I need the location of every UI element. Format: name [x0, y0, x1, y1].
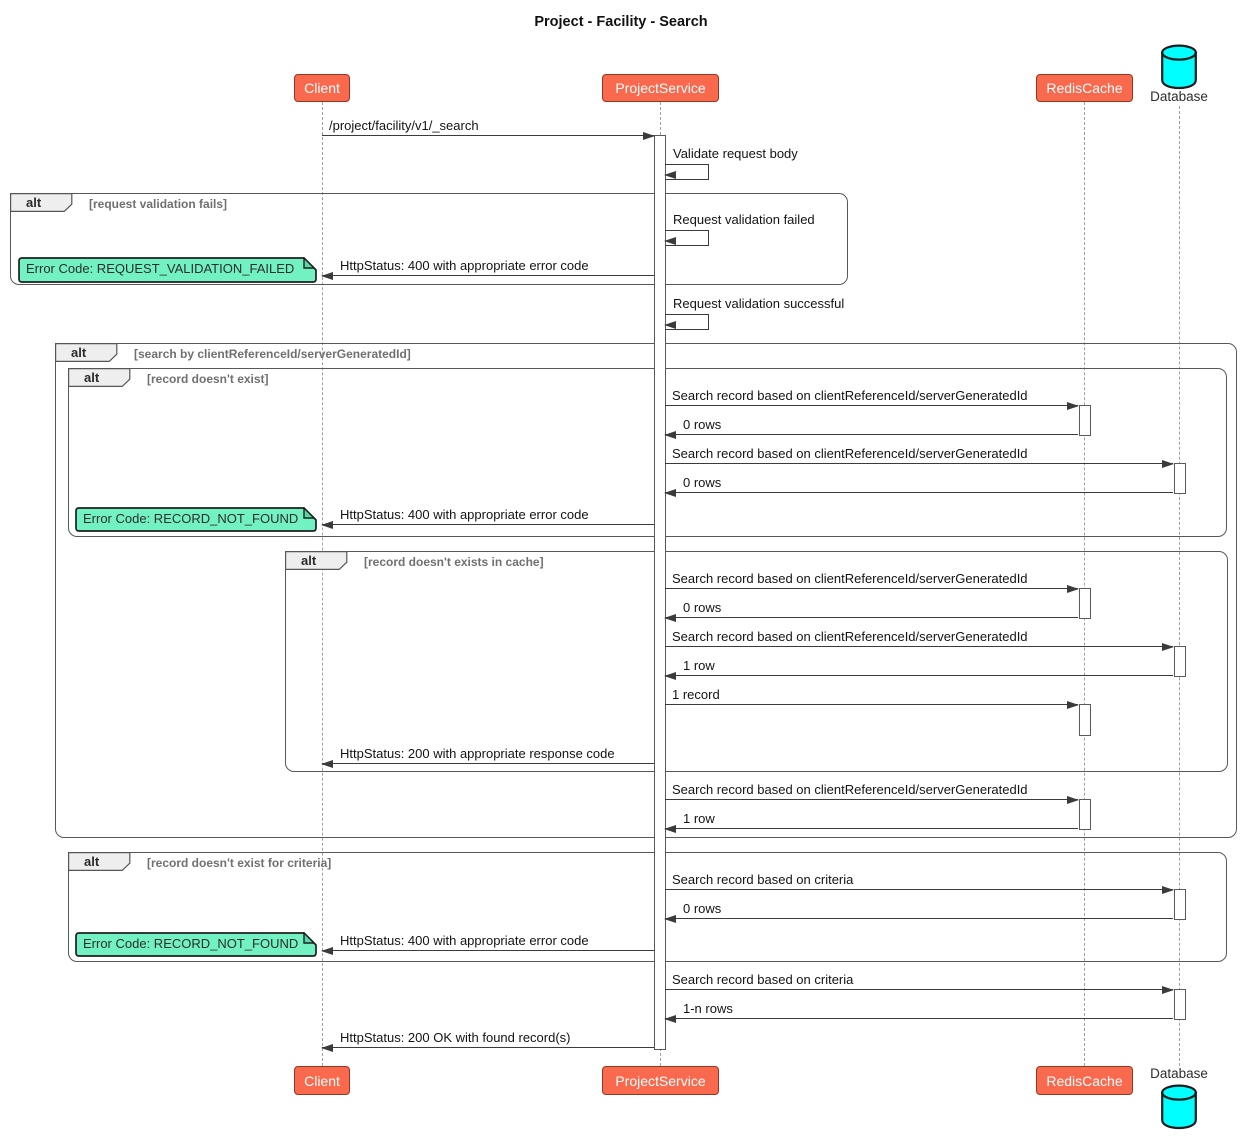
- fragment-condition: [record doesn't exists in cache]: [364, 555, 544, 569]
- arrowhead-icon: [1067, 585, 1079, 594]
- participant-project-service-bottom: ProjectService: [602, 1066, 719, 1095]
- message-one-n-rows-database: 1-n rows: [664, 999, 1173, 1024]
- participant-client-bottom: Client: [294, 1066, 350, 1095]
- arrowhead-icon: [321, 272, 333, 281]
- activation-project-service: [654, 135, 666, 1050]
- alt-fragment-record-not-in-cache: alt [record doesn't exists in cache]: [285, 551, 1228, 772]
- arrowhead-icon: [664, 915, 676, 924]
- message-search-by-criteria-database: Search record based on criteria: [665, 970, 1174, 995]
- fragment-header-pentagon: [68, 368, 131, 387]
- arrowhead-icon: [664, 320, 676, 329]
- fragment-header-pentagon: [55, 343, 118, 362]
- participant-redis-cache-top: RedisCache: [1036, 74, 1133, 102]
- participant-redis-cache-bottom: RedisCache: [1036, 1066, 1133, 1095]
- activation-database: [1173, 989, 1186, 1020]
- fragment-header-pentagon: [10, 193, 73, 212]
- fragment-keyword: alt: [26, 195, 42, 210]
- fragment-header-pentagon: [285, 551, 348, 570]
- arrowhead-icon: [664, 170, 676, 179]
- arrowhead-icon: [1162, 886, 1174, 895]
- database-icon-top: [1160, 44, 1198, 95]
- note-record-not-found: Error Code: RECORD_NOT_FOUND: [75, 507, 317, 532]
- arrowhead-icon: [664, 489, 676, 498]
- arrowhead-icon: [1162, 643, 1174, 652]
- message-search-by-ids-redis: Search record based on clientReferenceId…: [665, 780, 1079, 805]
- arrowhead-icon: [643, 132, 655, 141]
- arrowhead-icon: [1162, 986, 1174, 995]
- message-http-400: HttpStatus: 400 with appropriate error c…: [321, 931, 654, 956]
- arrowhead-icon: [1162, 460, 1174, 469]
- message-search-by-ids-redis: Search record based on clientReferenceId…: [665, 386, 1079, 411]
- note-icon: [75, 932, 317, 957]
- fragment-keyword: alt: [71, 345, 87, 360]
- message-zero-rows-redis: 0 rows: [664, 598, 1078, 623]
- message-zero-rows-redis: 0 rows: [664, 415, 1078, 440]
- message-one-row-database: 1 row: [664, 656, 1173, 681]
- message-zero-rows-database: 0 rows: [664, 899, 1173, 924]
- fragment-keyword: alt: [84, 370, 100, 385]
- lifeline-database: [1179, 106, 1180, 1066]
- message-search-by-ids-redis: Search record based on clientReferenceId…: [665, 569, 1079, 594]
- alt-fragment-search-by-ids: alt [search by clientReferenceId/serverG…: [55, 343, 1237, 838]
- activation-database: [1173, 463, 1186, 494]
- note-icon: [75, 507, 317, 532]
- diagram-title: Project - Facility - Search: [534, 14, 708, 30]
- participant-database-top: Database: [1150, 89, 1208, 104]
- arrowhead-icon: [664, 431, 676, 440]
- activation-redis-cache: [1078, 799, 1091, 830]
- message-search-by-criteria-database: Search record based on criteria: [665, 870, 1174, 895]
- message-http-200-ok: HttpStatus: 200 OK with found record(s): [321, 1028, 654, 1053]
- arrowhead-icon: [664, 672, 676, 681]
- arrowhead-icon: [1067, 402, 1079, 411]
- activation-redis-cache: [1078, 405, 1091, 436]
- participant-database-bottom: Database: [1150, 1066, 1208, 1081]
- alt-fragment-request-validation-fails: alt [request validation fails]: [10, 193, 848, 285]
- fragment-condition: [record doesn't exist]: [147, 372, 269, 386]
- database-icon-bottom: [1160, 1084, 1198, 1135]
- alt-fragment-record-doesnt-exist-criteria: alt [record doesn't exist for criteria]: [68, 852, 1227, 962]
- message-search-by-ids-database: Search record based on clientReferenceId…: [665, 627, 1174, 652]
- fragment-condition: [record doesn't exist for criteria]: [147, 856, 332, 870]
- fragment-keyword: alt: [84, 854, 100, 869]
- activation-redis-cache: [1078, 704, 1091, 736]
- note-record-not-found: Error Code: RECORD_NOT_FOUND: [75, 932, 317, 957]
- arrowhead-icon: [1067, 701, 1079, 710]
- fragment-keyword: alt: [301, 553, 317, 568]
- participant-client-top: Client: [294, 74, 350, 102]
- arrowhead-icon: [1067, 796, 1079, 805]
- message-search-request: /project/facility/v1/_search: [322, 116, 655, 141]
- arrowhead-icon: [664, 236, 676, 245]
- fragment-condition: [request validation fails]: [89, 197, 228, 211]
- note-icon: [18, 257, 317, 283]
- arrowhead-icon: [321, 1044, 333, 1053]
- arrowhead-icon: [664, 825, 676, 834]
- arrowhead-icon: [321, 760, 333, 769]
- message-http-400: HttpStatus: 400 with appropriate error c…: [321, 256, 654, 281]
- message-zero-rows-database: 0 rows: [664, 473, 1173, 498]
- arrowhead-icon: [664, 1015, 676, 1024]
- activation-redis-cache: [1078, 588, 1091, 619]
- lifeline-client: [321, 102, 323, 1066]
- fragment-header-pentagon: [68, 852, 131, 871]
- fragment-condition: [search by clientReferenceId/serverGener…: [134, 347, 411, 361]
- message-http-400: HttpStatus: 400 with appropriate error c…: [321, 505, 654, 530]
- message-search-by-ids-database: Search record based on clientReferenceId…: [665, 444, 1174, 469]
- activation-database: [1173, 889, 1186, 920]
- lifeline-redis-cache: [1084, 102, 1085, 1066]
- arrowhead-icon: [664, 614, 676, 623]
- message-one-record-redis: 1 record: [665, 685, 1079, 710]
- message-one-row-redis: 1 row: [664, 809, 1078, 834]
- alt-fragment-record-doesnt-exist: alt [record doesn't exist]: [68, 368, 1227, 537]
- participant-project-service-top: ProjectService: [602, 74, 719, 102]
- note-request-validation-failed: Error Code: REQUEST_VALIDATION_FAILED: [18, 257, 317, 283]
- arrowhead-icon: [321, 947, 333, 956]
- activation-database: [1173, 646, 1186, 677]
- arrowhead-icon: [321, 521, 333, 530]
- message-http-200-response: HttpStatus: 200 with appropriate respons…: [321, 744, 654, 769]
